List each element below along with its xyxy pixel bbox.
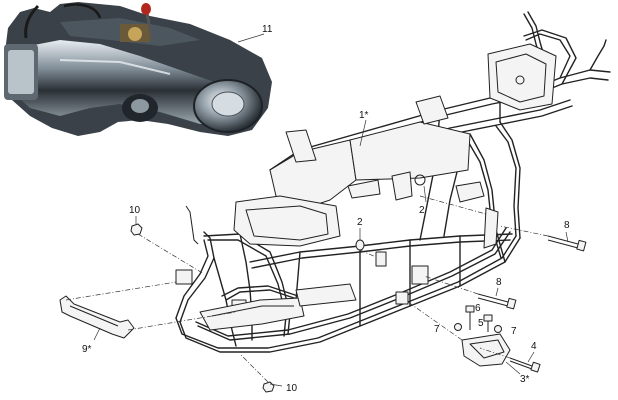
callout-bracket-bolt: 6	[475, 303, 481, 314]
callout-engine-bracket: 3*	[520, 374, 530, 385]
long-bolt-part	[509, 357, 541, 373]
bolt-part-lower	[477, 293, 517, 310]
callout-bracket-nut: 5	[478, 318, 484, 329]
callout-nut-left: 10	[129, 205, 141, 216]
nut-part-left	[130, 223, 143, 236]
callout-bolt-lower: 8	[496, 277, 502, 288]
bracket-nut-part	[483, 314, 493, 332]
scooter-frame	[175, 11, 613, 355]
nut-part-bottom	[262, 381, 275, 393]
callout-long-bolt: 4	[531, 341, 537, 352]
callout-frame: 1*	[359, 110, 369, 121]
callout-labels: 11 1* 2 2 10 10 8 8 9* 7 7 6 5 4 3*	[82, 24, 570, 394]
engine-bracket-part	[461, 333, 511, 367]
washer-part-right	[494, 325, 502, 333]
callout-bushing-lower: 2	[357, 217, 363, 228]
bracket-bolt-part	[465, 305, 475, 330]
callout-engine: 11	[262, 24, 273, 35]
loose-parts	[59, 223, 587, 393]
leader-lines	[65, 33, 569, 387]
callout-washer-right: 7	[511, 326, 517, 337]
bolt-part-upper	[547, 235, 587, 252]
callout-bolt-upper: 8	[564, 220, 570, 231]
callout-washer-left: 7	[434, 324, 440, 335]
bushing-part	[355, 239, 365, 251]
engine-image	[4, 2, 272, 136]
callout-bushing-upper: 2	[419, 205, 425, 216]
callout-side-bracket: 9*	[82, 344, 92, 355]
callout-nut-bottom: 10	[286, 383, 298, 394]
washer-part-left	[454, 323, 462, 331]
